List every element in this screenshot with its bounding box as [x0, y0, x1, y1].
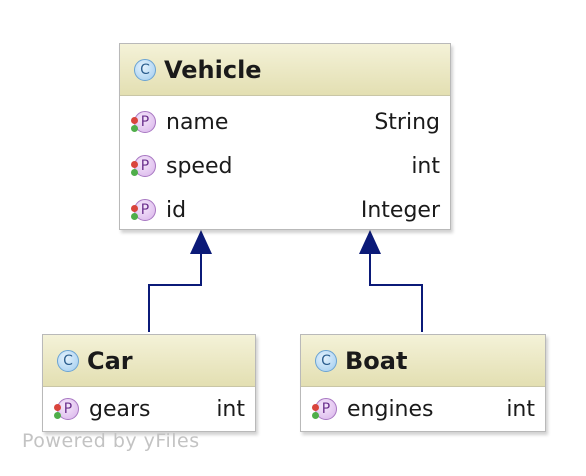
field-type: int — [216, 396, 245, 422]
field-type: int — [411, 153, 440, 179]
class-name: Vehicle — [164, 55, 262, 84]
visibility-red-dot-icon — [131, 205, 138, 212]
watermark: Powered by yFiles — [22, 430, 200, 452]
property-icon: P — [54, 398, 79, 420]
visibility-green-dot-icon — [312, 412, 319, 419]
field-row[interactable]: P speed int — [120, 144, 450, 188]
field-name: name — [166, 109, 229, 135]
field-type: String — [374, 109, 440, 135]
visibility-green-dot-icon — [131, 169, 138, 176]
property-icon: P — [131, 111, 156, 133]
visibility-green-dot-icon — [131, 125, 138, 132]
property-icon: P — [131, 155, 156, 177]
field-row[interactable]: P gears int — [43, 387, 255, 431]
field-type: Integer — [360, 197, 440, 223]
class-vehicle[interactable]: C Vehicle P name String P speed int P id… — [119, 43, 451, 230]
property-icon: P — [312, 398, 337, 420]
field-row[interactable]: P engines int — [301, 387, 545, 431]
class-boat[interactable]: C Boat P engines int — [300, 334, 546, 432]
field-name: engines — [347, 396, 434, 422]
field-name: speed — [166, 153, 233, 179]
class-icon: C — [134, 58, 156, 81]
class-icon: C — [315, 349, 337, 372]
visibility-red-dot-icon — [312, 404, 319, 411]
arrowhead-vehicle-left — [190, 230, 212, 254]
class-header: C Boat — [301, 335, 545, 387]
edge-car-to-vehicle — [148, 246, 202, 332]
class-name: Car — [87, 346, 133, 375]
class-name: Boat — [345, 346, 408, 375]
visibility-red-dot-icon — [131, 117, 138, 124]
arrowhead-vehicle-right — [359, 230, 381, 254]
field-row[interactable]: P name String — [120, 100, 450, 144]
class-header: C Car — [43, 335, 255, 387]
visibility-green-dot-icon — [54, 412, 61, 419]
edge-boat-to-vehicle — [369, 246, 423, 332]
property-icon: P — [131, 199, 156, 221]
field-name: gears — [89, 396, 151, 422]
visibility-green-dot-icon — [131, 213, 138, 220]
field-type: int — [506, 396, 535, 422]
class-icon: C — [57, 349, 79, 372]
field-name: id — [166, 197, 187, 223]
class-header: C Vehicle — [120, 44, 450, 96]
visibility-red-dot-icon — [54, 404, 61, 411]
visibility-red-dot-icon — [131, 161, 138, 168]
class-car[interactable]: C Car P gears int — [42, 334, 256, 432]
field-row[interactable]: P id Integer — [120, 188, 450, 232]
